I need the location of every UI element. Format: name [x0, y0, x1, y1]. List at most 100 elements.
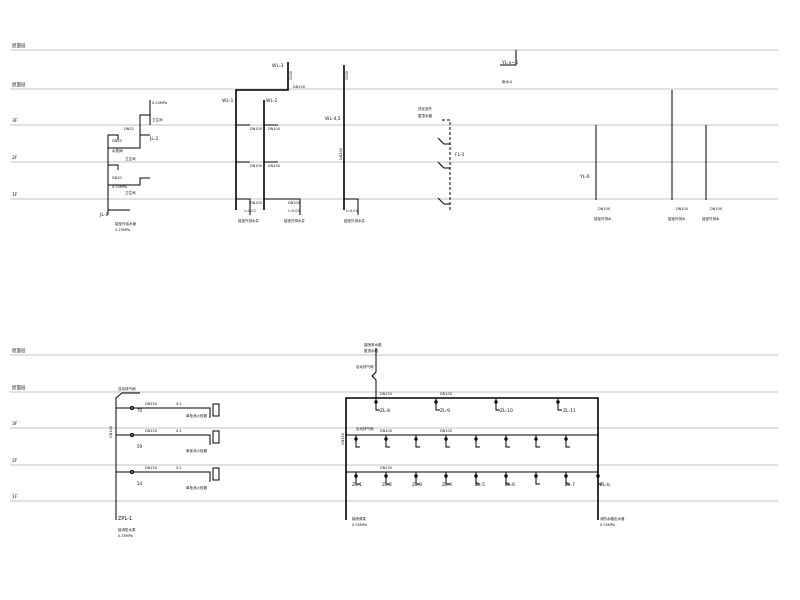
- annotation: 屋顶水箱: [364, 348, 378, 353]
- branch-label: ZL-5: [475, 482, 485, 488]
- annotation: 卫生间: [125, 190, 136, 195]
- drainage-riser-wl4: WL-4,5 2000 DN100 i=0.03 接室外排水井: [325, 65, 365, 223]
- annotation: 卫生间: [125, 156, 136, 161]
- annotation: 水表阀: [112, 148, 123, 153]
- riser-label: WL-3: [272, 63, 284, 69]
- annotation: 接室外排水井: [238, 218, 259, 223]
- valve-icon: [129, 432, 135, 438]
- annotation: 卫生间: [152, 117, 163, 122]
- annotation: 屋顶水箱: [418, 113, 432, 118]
- branch-label: ZL-8: [380, 408, 390, 414]
- annotation: i=0.03: [244, 209, 256, 213]
- pipe-size: DN25: [112, 139, 122, 143]
- rain-pipe: [500, 50, 517, 66]
- pipe-size: DN32: [124, 127, 134, 131]
- riser-label: YL-x~6: [501, 60, 518, 66]
- annotation: 接室外给水管: [115, 221, 136, 226]
- drain-outlet: [264, 198, 301, 215]
- valve-icon: [494, 400, 498, 404]
- hydrant-tag: X-1: [176, 402, 182, 406]
- waste-riser-fl1: FL-1 排至室外 屋顶水箱: [418, 106, 465, 210]
- valve-icon: [414, 437, 418, 441]
- pipe-size: DN100: [440, 429, 452, 433]
- branch-label: ZL-10: [500, 408, 513, 414]
- rainwater-risers: YL-6 DN100 DN100 DN100 接室外排水 接室外排水 接室外排水: [579, 90, 722, 221]
- supply-pipe: [107, 164, 119, 215]
- sprinkler-drop: [375, 398, 380, 411]
- valve-icon: [444, 474, 448, 478]
- pipe-size: DN100: [268, 164, 280, 168]
- valve-icon: [534, 474, 538, 478]
- waste-branch: [437, 197, 450, 205]
- sprinkler-drop: [385, 435, 390, 448]
- sprinkler-drop: [415, 472, 420, 485]
- riser-label: JL-1: [99, 212, 108, 218]
- sprinkler-drop: [445, 435, 450, 448]
- pipe-size: DN150: [145, 429, 157, 433]
- drain-riser: [235, 62, 289, 210]
- waste-branch: [437, 137, 450, 145]
- annotation: 0.25MPa: [115, 228, 130, 232]
- branch-label: ZL-2: [382, 482, 392, 488]
- pipe-size: DN100: [598, 207, 610, 211]
- drain-outlet: [236, 198, 251, 215]
- drainage-riser-group: WL-1 WL-2 WL-3 DN100 2000 DN100 DN100 DN…: [222, 62, 305, 223]
- riser-label: JL-2: [149, 136, 158, 142]
- sprinkler-drop: [355, 472, 360, 485]
- annotation: 雨水斗: [502, 79, 513, 84]
- sprinkler-main-loop: [345, 397, 599, 520]
- hydrant-branch: [116, 434, 211, 445]
- pipe-size: DN150: [380, 392, 392, 396]
- annotation: 接室外排水: [594, 216, 612, 221]
- valve-icon: [564, 437, 568, 441]
- hydrant-tag: X-1: [176, 429, 182, 433]
- sprinkler-branch-labels: ZL-8 ZL-9 ZL-10 ZL-11 ZL-1 ZL-2 ZL-3 ZL-…: [352, 408, 610, 488]
- annotation: 自动排气阀: [356, 426, 374, 431]
- sprinkler-drop: [355, 435, 360, 448]
- annotation: 排至室外: [418, 106, 432, 111]
- annotation: 接室外排水井: [284, 218, 305, 223]
- fire-hydrant-riser-group: 自动排气阀 DN150 DN150 DN150 70 59 54 X-1 X-1…: [109, 386, 220, 538]
- valve-icon: [384, 437, 388, 441]
- floor-label: 1F: [12, 192, 18, 198]
- pipe-size: DN100: [293, 85, 305, 89]
- annotation: i=0.03: [346, 209, 358, 213]
- valve-icon: [504, 474, 508, 478]
- hydrant-box-icon: [212, 403, 220, 417]
- valve-icon: [534, 437, 538, 441]
- elevation: 70: [137, 408, 143, 413]
- annotation: 0.20MPa: [112, 185, 127, 189]
- annotation: 单栓消火栓箱: [186, 485, 207, 490]
- pipe-size: DN100: [250, 164, 262, 168]
- sprinkler-drop: [445, 472, 450, 485]
- annotation: 接室外排水井: [344, 218, 365, 223]
- supply-branch: [108, 177, 150, 186]
- annotation: 0.35MPa: [118, 534, 133, 538]
- annotation: 接消防水泵: [118, 527, 136, 532]
- floor-label: 屋面层: [12, 385, 26, 391]
- dimension: 2000: [289, 71, 293, 80]
- sprinkler-drop: [505, 472, 510, 485]
- supply-pipe: [107, 134, 119, 165]
- annotation: i=0.03: [288, 209, 300, 213]
- sprinkler-drop: [415, 435, 420, 448]
- pipe-size: DN100: [440, 392, 452, 396]
- hydrant-branch: [116, 471, 211, 482]
- supply-branch: [108, 114, 150, 149]
- valve-icon: [474, 437, 478, 441]
- upper-floor-lines: 屋面层 屋面层 3F 2F 1F: [10, 43, 778, 200]
- sprinkler-drop: [565, 472, 570, 485]
- sprinkler-drop: [475, 472, 480, 485]
- floor-label: 屋面层: [12, 43, 26, 49]
- annotation: 接室外排水: [668, 216, 686, 221]
- riser-label: WL-1: [222, 98, 234, 104]
- valve-icon: [374, 400, 378, 404]
- valve-icon: [564, 474, 568, 478]
- sprinkler-drop: [385, 472, 390, 485]
- waste-branch: [437, 161, 450, 169]
- pipe-size: DN100: [250, 201, 262, 205]
- valve-icon: [354, 474, 358, 478]
- annotation: 接室外排水: [702, 216, 720, 221]
- branch-label: ZL-4: [442, 482, 452, 488]
